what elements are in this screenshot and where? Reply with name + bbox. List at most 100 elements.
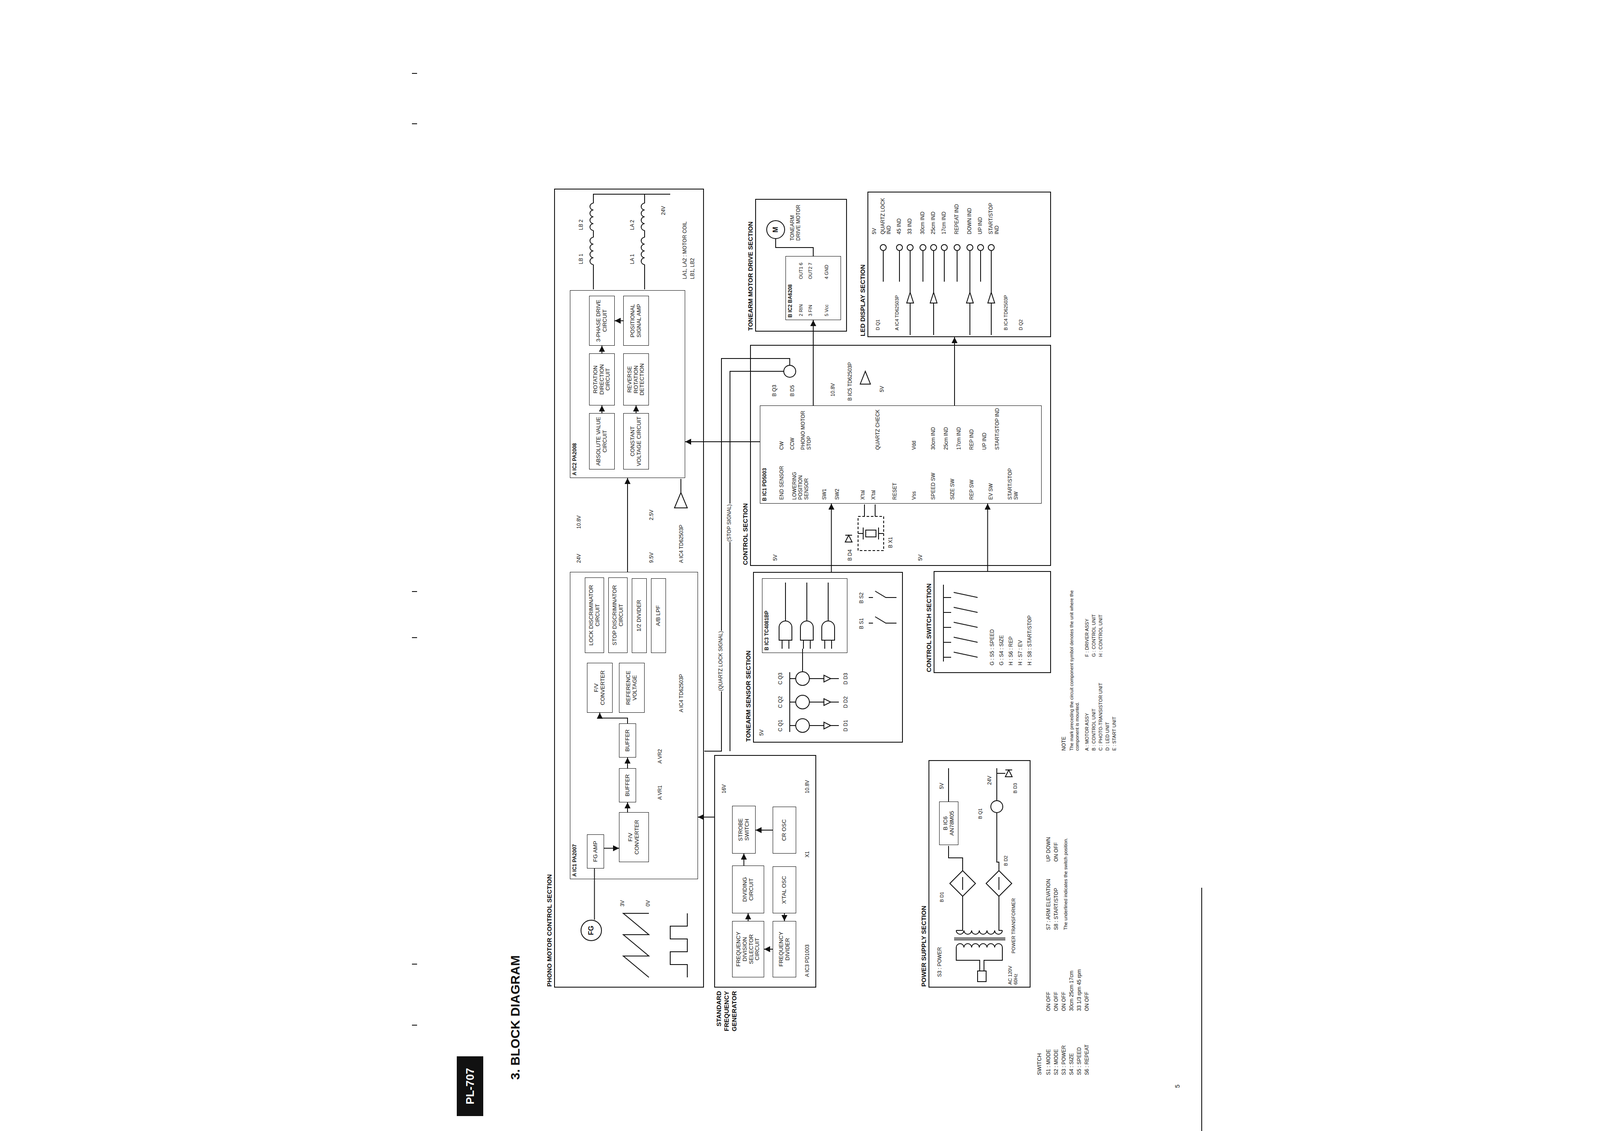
led-symbol [880,244,995,251]
node-text: POSITIONAL SIGNAL AMP [629,298,643,344]
label-text: ON OFF [1053,991,1060,1012]
label-text: A IC4 TD62503P [894,294,900,331]
ic-box: B IC2 BA6208 [785,256,841,321]
label-text: B : CONTROL UNIT [1091,708,1097,752]
connector [954,337,955,406]
node-text: X'TAL OSC [781,875,788,904]
label-text: NOTE [1061,736,1068,752]
label-text: UP IND [977,216,984,235]
connector [784,913,786,922]
label-text: B Q1 [977,808,984,820]
label-text: G : CONTROL UNIT [1091,613,1097,658]
label-text: S8 : START/STOP [1053,887,1060,931]
label-text: START/STOP IND [994,406,1001,451]
label-text: 10.8V [576,515,583,530]
block-box: ROTATION DIRECTION CIRCUIT [589,353,615,406]
label-text: B D2 [1003,855,1009,867]
bridge-rectifier [949,870,1012,897]
label-text: ON OFF [1045,991,1052,1012]
block-box: F/V CONVERTER [618,812,649,863]
node-text: FG AMP [592,840,599,862]
label-text: CW [779,440,786,451]
inverter-symbol [860,371,871,385]
connector [599,712,628,724]
wire [593,194,671,290]
ic-box: B IC3 TC4081BP [762,578,848,654]
block-box: LOCK DISCRIMINATOR CIRCUIT [584,577,605,654]
label-text: The underlined indicates the switch posi… [1062,837,1069,931]
label-text: The mark preceding the circuit component… [1068,579,1080,752]
label-text: REP IND [969,429,976,451]
label-text: SPEED SW [930,472,937,501]
node-text: CONSTANT VOLTAGE CIRCUIT [629,415,643,468]
label-text: A : MOTOR ASSY [1084,712,1090,752]
label-text: B D1 [939,891,945,903]
block-box: REFERENCE VOLTAGE [618,662,645,713]
label-text: EV SW [988,482,995,501]
label-text: ON OFF [1084,991,1091,1012]
transistor-symbol [783,365,796,378]
label-text: C : PHOTO-TRANSISTOR UNIT [1097,682,1104,752]
connector [614,320,624,322]
label-text: B IC5 TD62503P [847,362,854,402]
label-text: D Q2 [1018,318,1024,331]
connector [604,848,619,850]
node-text: LOCK DISCRIMINATOR CIRCUIT [588,580,602,651]
label-text: G : S5 : SPEED [989,628,996,666]
label-text: 24V [986,775,993,786]
label-text: E : START UNIT [1111,716,1118,752]
label-text: 5V [917,554,924,562]
label-text: X'tal [870,489,877,501]
led-symbol [823,675,831,730]
label-text: 0V [645,899,652,908]
label-text: H : S8 : START/STOP [1027,615,1034,666]
label-text: 30cm IND [930,426,937,451]
label-text: PHONO MOTOR STOP [800,406,813,451]
block-box: BUFFER [618,723,637,758]
label-text: Vss [911,490,918,501]
label-text: 30cm IND [919,211,926,235]
connector [755,829,773,831]
node-text: F/V CONVERTER [627,814,641,860]
label-text: LB 2 [578,218,585,231]
label-text: G : S4 : SIZE [998,634,1005,666]
node-text: STROBE SWITCH [737,808,751,852]
label-text: 24V [576,553,583,564]
ic-label: B IC2 BA6208 [785,256,795,320]
node-text: 3-PHASE DRIVE CIRCUIT [595,298,609,344]
label-text: B Q3 [771,384,778,398]
label-text: S3 : POWER [937,946,944,978]
node-text: CR OSC [781,819,788,842]
label-text: LA 1 [629,253,636,265]
wire [789,648,839,733]
node-text: DIVIDING CIRCUIT [741,868,755,911]
label-text: TONEARM DRIVE MOTOR [789,199,802,242]
label-text: LA 2 [629,219,636,231]
ic-label: A IC1 PA2007 [570,572,579,879]
motor-coil [589,203,645,265]
label-text: (QUARTZ LOCK SIGNAL) [718,630,725,692]
label-text: S4 : SIZE [1068,1053,1075,1076]
block-box: X'TAL OSC [772,866,797,914]
label-text: C Q2 [777,695,784,709]
section-box: CONTROL SECTIONB IC1 PD5003 [750,344,1052,567]
label-text: H : S7 : EV [1017,639,1024,666]
node-text: 1/2 DIVIDER [636,599,643,632]
label-text: 2 RIN [798,303,804,317]
block-box: F/V CONVERTER [586,662,613,713]
label-text: ON OFF [1061,991,1068,1012]
label-text: START/STOP SW [1007,458,1020,501]
label-text: 33 IND [907,218,914,235]
ic-label: B IC1 PD5003 [760,405,769,504]
block-box: FG AMP [586,834,605,869]
crystal-symbol [858,504,884,540]
block-box: 3-PHASE DRIVE CIRCUIT [589,295,615,346]
label-text: B X1 [887,536,894,549]
block-box: CR OSC [772,806,797,854]
transformer-symbol [954,930,1006,948]
label-text: D D3 [843,672,850,686]
label-text: OUT1 6 [798,262,804,280]
label-text: A VR2 [657,748,664,765]
label-text: LOWERING POSITION SENSOR [791,458,810,501]
label-text: B D4 [847,548,854,562]
